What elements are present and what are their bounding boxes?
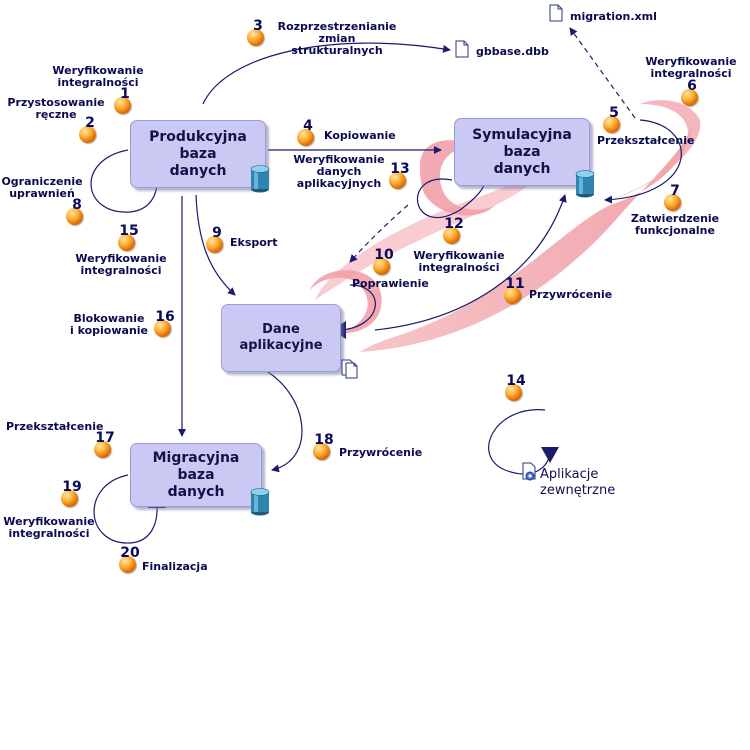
cycle-band-left <box>315 170 545 300</box>
step-4-label: Kopiowanie <box>324 129 396 142</box>
migration-xml-file[interactable]: migration.xml <box>570 10 657 23</box>
step-ball-icon <box>313 443 330 460</box>
step-10-label: Poprawienie <box>352 277 429 290</box>
step-ball-icon <box>681 89 698 106</box>
step-ball-icon <box>389 172 406 189</box>
step-8-label: Ograniczenie uprawnień <box>1 175 83 200</box>
database-cylinder-icon <box>575 170 595 198</box>
step-10-ball[interactable]: 10 <box>373 247 394 275</box>
step-12-label: Weryfikowanie integralności <box>413 249 505 274</box>
step-7-ball[interactable]: 7 <box>664 183 684 211</box>
step-ball-icon <box>443 227 460 244</box>
step-ball-icon <box>66 208 83 225</box>
gbbase-dbb-file[interactable]: gbbase.dbb <box>476 45 549 58</box>
cycle-band-loop10 <box>310 270 382 334</box>
step-2-ball[interactable]: 2 <box>79 115 99 143</box>
step-13-ball[interactable]: 13 <box>389 161 410 189</box>
external-applications-label[interactable]: Aplikacje zewnętrzne <box>540 467 616 498</box>
step-4-ball[interactable]: 4 <box>297 118 317 146</box>
step-13-label: Weryfikowanie danych aplikacyjnych <box>293 153 385 190</box>
step-15-ball[interactable]: 15 <box>118 223 139 251</box>
step-ball-icon <box>297 129 314 146</box>
step-9-ball[interactable]: 9 <box>206 225 226 253</box>
step-17-label: Przekształcenie <box>6 420 104 433</box>
step-3-ball[interactable]: 3 <box>247 18 267 46</box>
step-17-ball[interactable]: 17 <box>94 430 115 458</box>
step-ball-icon <box>505 384 522 401</box>
step-18-ball[interactable]: 18 <box>313 432 334 460</box>
step-1-ball[interactable]: 1 <box>114 86 134 114</box>
step-18-label: Przywrócenie <box>339 446 423 459</box>
step-14-ball[interactable]: 14 <box>505 373 526 401</box>
application-data-box[interactable]: Dane aplikacyjne <box>221 304 341 372</box>
step-ball-icon <box>79 126 96 143</box>
step-9-label: Eksport <box>230 236 278 249</box>
document-icon <box>455 40 469 58</box>
step-ball-icon <box>504 287 521 304</box>
step-20-ball[interactable]: 20 <box>119 545 140 573</box>
copy-documents-icon <box>341 359 358 379</box>
step-6-ball[interactable]: 6 <box>681 78 701 106</box>
step-ball-icon <box>247 29 264 46</box>
step-1-label: Weryfikowanie integralności <box>52 64 144 89</box>
step-7-label: Zatwierdzenie funkcjonalne <box>630 212 720 237</box>
step-ball-icon <box>119 556 136 573</box>
document-icon <box>549 4 563 22</box>
step-12-ball[interactable]: 12 <box>443 216 464 244</box>
step-ball-icon <box>61 490 78 507</box>
step-ball-icon <box>373 258 390 275</box>
step-ball-icon <box>118 234 135 251</box>
cycle-band-upper <box>608 100 701 200</box>
step-19-label: Weryfikowanie integralności <box>3 515 95 540</box>
step-19-ball[interactable]: 19 <box>61 479 82 507</box>
step-ball-icon <box>206 236 223 253</box>
step-6-label: Weryfikowanie integralności <box>645 55 737 80</box>
step-15-label: Weryfikowanie integralności <box>75 252 167 277</box>
step-2-label: Przystosowanie ręczne <box>7 96 105 121</box>
step-ball-icon <box>114 97 131 114</box>
step-ball-icon <box>94 441 111 458</box>
step-3-label: Rozprzestrzenianie zmian strukturalnych <box>277 20 397 57</box>
cycle-band-loop12 <box>420 140 495 216</box>
step-ball-icon <box>603 116 620 133</box>
step-20-label: Finalizacja <box>142 560 208 573</box>
production-database-box[interactable]: Produkcyjna baza danych <box>130 120 266 188</box>
gear-document-icon <box>522 462 536 481</box>
step-ball-icon <box>664 194 681 211</box>
migration-database-box[interactable]: Migracyjna baza danych <box>130 443 262 507</box>
step-5-label: Przekształcenie <box>597 134 695 147</box>
database-cylinder-icon <box>250 165 270 193</box>
step-16-label: Blokowanie i kopiowanie <box>69 312 149 337</box>
database-cylinder-icon <box>250 488 270 516</box>
step-ball-icon <box>154 320 171 337</box>
step-8-ball[interactable]: 8 <box>66 197 86 225</box>
step-5-ball[interactable]: 5 <box>603 105 623 133</box>
simulation-database-box[interactable]: Symulacyjna baza danych <box>454 118 590 186</box>
step-11-label: Przywrócenie <box>529 288 613 301</box>
step-11-ball[interactable]: 11 <box>504 276 525 304</box>
step-16-ball[interactable]: 16 <box>154 309 175 337</box>
